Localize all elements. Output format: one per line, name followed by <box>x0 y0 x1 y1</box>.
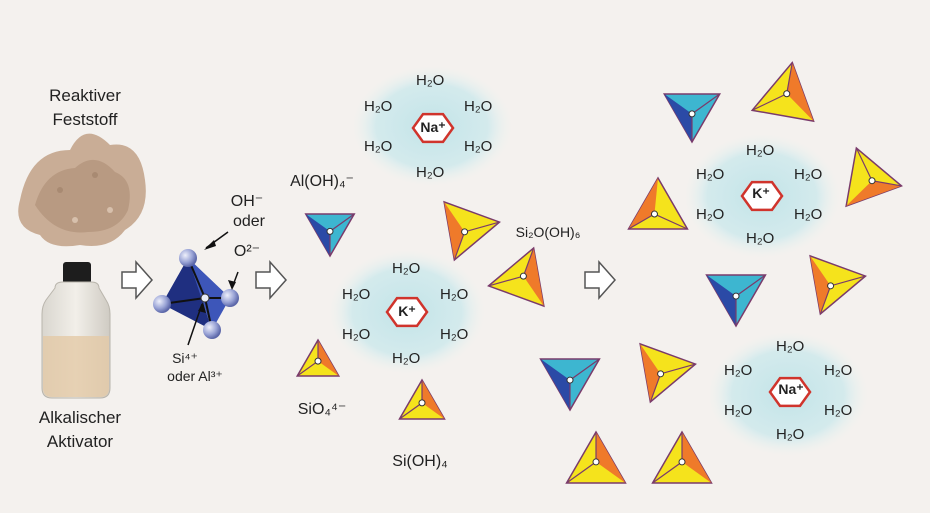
label-o2: O²⁻ <box>233 243 261 260</box>
tetrahedron-ring-right <box>845 146 903 208</box>
water-molecule: H₂O <box>824 362 853 379</box>
tetrahedron-dimer-b <box>487 246 545 308</box>
cluster-na-top: H₂O H₂O H₂O H₂O H₂O H₂O Na⁺ <box>360 72 506 184</box>
label-reactive-solid-2: Feststoff <box>52 110 118 129</box>
arrow-1 <box>121 260 154 300</box>
label-al-oh4: Al(OH)₄⁻ <box>290 173 354 190</box>
water-molecule: H₂O <box>416 164 445 181</box>
water-molecule: H₂O <box>776 426 805 443</box>
ion-hexagon <box>385 296 429 328</box>
water-molecule: H₂O <box>440 286 469 303</box>
water-molecule: H₂O <box>724 362 753 379</box>
tetrahedron-ring-lower-blue <box>539 358 601 412</box>
tetrahedron-ring-top <box>750 61 815 123</box>
label-si-oh4: Si(OH)₄ <box>392 453 448 470</box>
ion-hexagons <box>385 112 812 408</box>
ion-k-label: K⁺ <box>398 303 416 319</box>
water-molecule: H₂O <box>416 72 445 89</box>
ion-hexagon <box>768 376 812 408</box>
tetrahedron-dimer-a <box>443 200 501 262</box>
tetrahedron-si-oh4 <box>398 378 446 420</box>
ion-na-label: Na⁺ <box>778 381 804 397</box>
water-molecule: H₂O <box>696 206 725 223</box>
label-reactive-solid-1: Reaktiver <box>49 86 121 105</box>
water-molecule: H₂O <box>392 260 421 277</box>
ion-na: Na⁺ <box>410 114 456 144</box>
water-molecule: H₂O <box>440 326 469 343</box>
water-molecule: H₂O <box>794 166 823 183</box>
water-molecule: H₂O <box>776 338 805 355</box>
ion-na-bottom: Na⁺ <box>768 376 814 406</box>
cluster-na-bottom: H₂O H₂O H₂O H₂O H₂O H₂O Na⁺ <box>720 338 866 450</box>
label-activator-2: Aktivator <box>46 432 114 451</box>
central-tetrahedron <box>153 231 239 346</box>
water-molecule: H₂O <box>364 98 393 115</box>
water-molecule: H₂O <box>342 326 371 343</box>
water-molecule: H₂O <box>696 166 725 183</box>
water-molecule: H₂O <box>364 138 393 155</box>
label-activator-1: Alkalischer <box>38 408 122 427</box>
label-si2o-oh6: Si₂O(OH)₆ <box>515 224 581 240</box>
arrow-3 <box>584 260 617 300</box>
cluster-k-middle: H₂O H₂O H₂O H₂O H₂O H₂O K⁺ <box>338 260 484 372</box>
ion-na-label: Na⁺ <box>420 119 446 135</box>
label-si4: Si⁴⁺ <box>172 350 198 366</box>
ion-k-middle: K⁺ <box>384 298 430 328</box>
label-oh: OH⁻ <box>230 193 264 210</box>
label-oder: oder <box>232 213 266 230</box>
water-molecule: H₂O <box>464 98 493 115</box>
water-molecule: H₂O <box>746 230 775 247</box>
ion-k-right: K⁺ <box>738 180 784 210</box>
water-molecule: H₂O <box>464 138 493 155</box>
tetrahedron-ring-bottom-left <box>565 430 627 484</box>
water-molecule: H₂O <box>392 350 421 367</box>
tetrahedron-ring-bottom-right <box>651 430 713 484</box>
tetrahedron-al-oh4 <box>304 213 356 258</box>
tetrahedron-sio4 <box>295 338 341 377</box>
tetrahedron-ring-top-blue <box>662 93 722 144</box>
water-molecule: H₂O <box>342 286 371 303</box>
water-molecule: H₂O <box>824 402 853 419</box>
water-molecule: H₂O <box>746 142 775 159</box>
water-molecule: H₂O <box>724 402 753 419</box>
ion-hexagon <box>740 180 784 212</box>
tetrahedron-ring-right-lower <box>809 254 867 316</box>
cluster-k-right: H₂O H₂O H₂O H₂O H₂O H₂O K⁺ <box>692 142 838 254</box>
bottle-image <box>41 262 111 399</box>
ion-hexagon <box>411 112 455 144</box>
label-sio4: SiO₄⁴⁻ <box>297 401 347 418</box>
water-molecule: H₂O <box>794 206 823 223</box>
tetrahedron-ring-center-blue <box>705 274 767 328</box>
arrow-2 <box>255 260 288 300</box>
powder-image <box>18 133 146 247</box>
tetrahedron-ring-left <box>627 176 689 230</box>
tetrahedra-group <box>295 61 903 484</box>
label-oder-al: oder Al³⁺ <box>167 368 223 384</box>
tetrahedron-ring-lower-mid <box>639 342 697 404</box>
ion-k-label: K⁺ <box>752 185 770 201</box>
